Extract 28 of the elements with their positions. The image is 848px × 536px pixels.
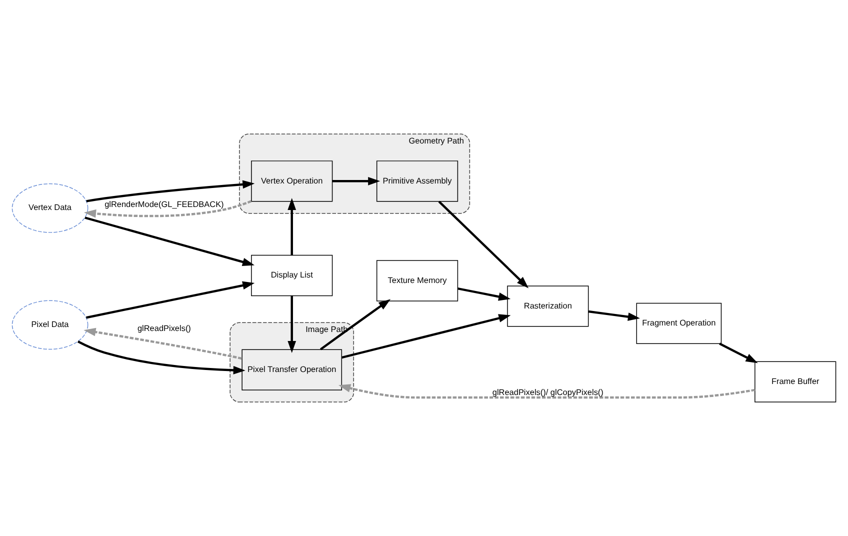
arrow	[458, 287, 511, 301]
node-box: Pixel Transfer Operation	[242, 349, 342, 390]
edge-label: glReadPixels()/ glCopyPixels()	[492, 388, 604, 398]
node-box: Vertex Operation	[251, 160, 333, 202]
arrow	[84, 200, 252, 218]
node-box: Rasterization	[507, 286, 589, 327]
arrow	[719, 342, 758, 364]
arrow	[84, 216, 255, 266]
edge-label: glReadPixels()	[137, 324, 191, 333]
node-ellipse: Pixel Data	[12, 300, 88, 350]
node-box: Primitive Assembly	[376, 160, 458, 202]
arrow	[338, 384, 756, 399]
arrow	[288, 296, 296, 353]
edge-label: glRenderMode(GL_FEEDBACK)	[104, 200, 224, 210]
node-box: Fragment Operation	[636, 302, 722, 344]
node-ellipse: Vertex Data	[12, 183, 88, 233]
arrow	[288, 198, 296, 256]
node-box: Display List	[251, 254, 333, 296]
arrow	[320, 299, 391, 350]
arrow	[341, 314, 511, 359]
arrow	[77, 340, 246, 374]
node-box: Texture Memory	[376, 260, 458, 302]
arrow	[588, 310, 640, 321]
arrow	[84, 328, 242, 360]
arrow	[86, 180, 255, 202]
node-box: Frame Buffer	[754, 361, 836, 402]
arrow	[86, 281, 255, 319]
arrow	[332, 176, 380, 186]
